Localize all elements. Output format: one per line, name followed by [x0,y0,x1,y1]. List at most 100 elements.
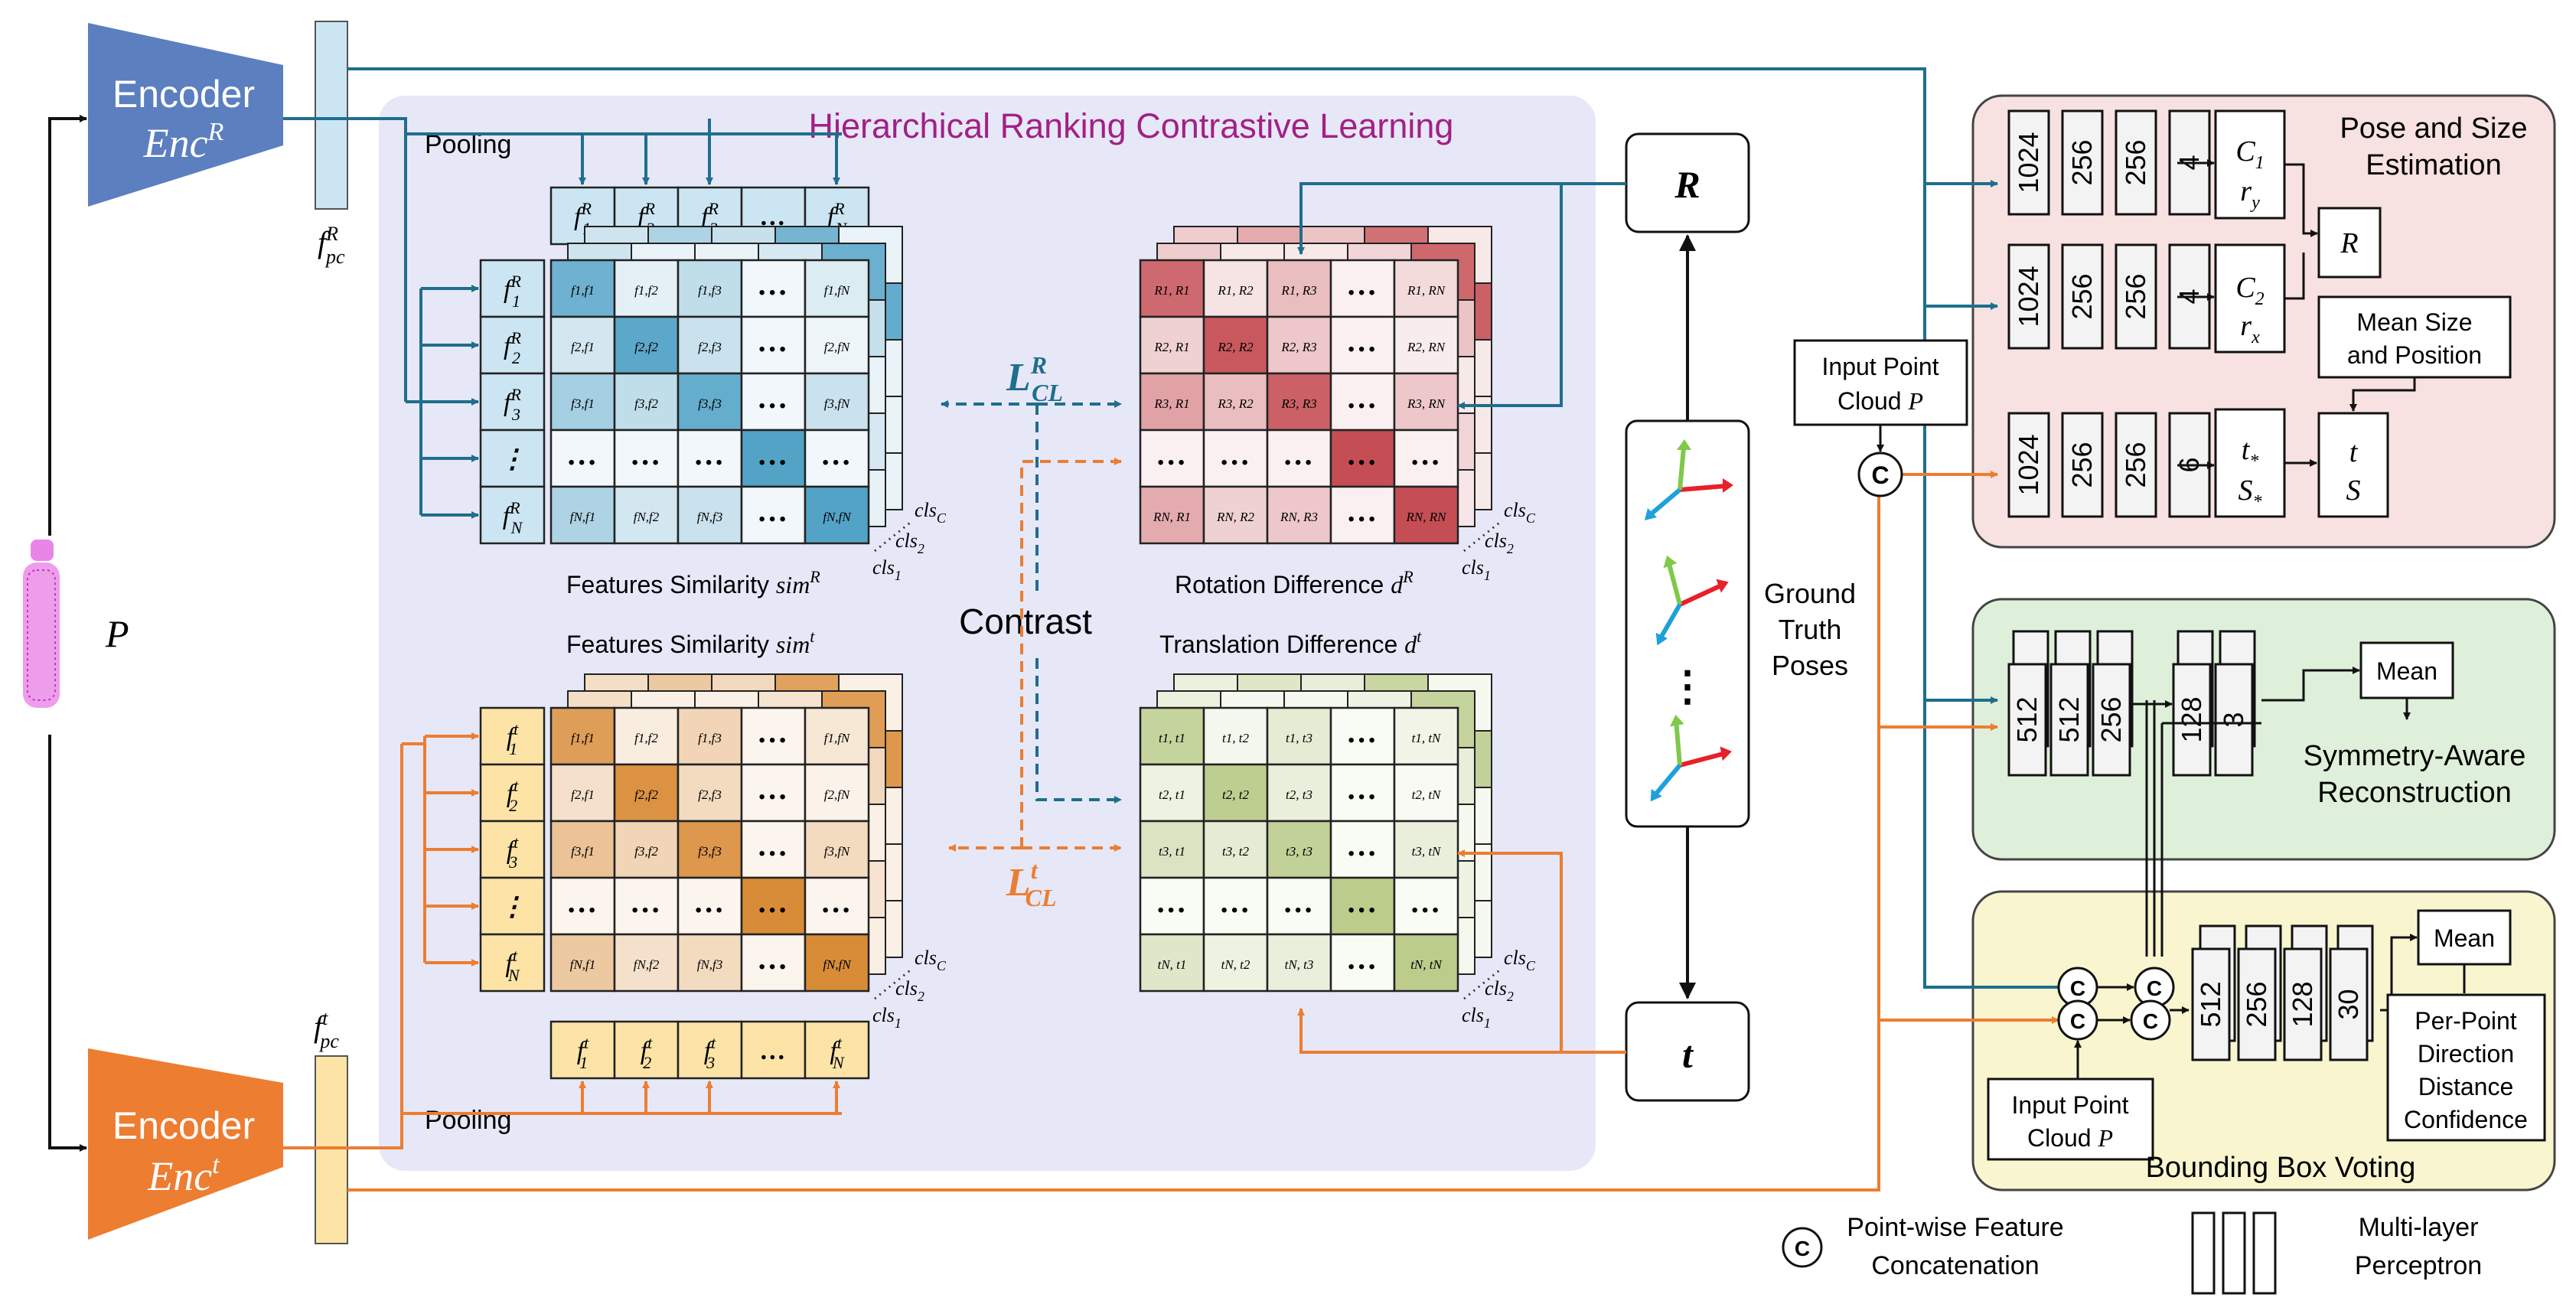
matrix-similarity-translation-cell-label: … [758,885,789,919]
matrix-similarity-translation-cell-label: f3,f3 [698,844,722,859]
recon-mlp-2-label: 256 [2095,696,2127,742]
matrix-similarity-rotation-cell-label: … [695,437,726,471]
sup: t [514,776,519,795]
matrix-difference-translation-cell-label: … [1221,885,1251,919]
out1-b: ry [2240,175,2260,213]
feature-row-translation-cell [677,1020,743,1080]
translation-to-voting [1877,727,2059,1024]
matrix-difference-translation-cell-label: t3, t3 [1286,844,1312,859]
sup: R [581,199,592,218]
matrix-similarity-translation-cell-label: f3,f1 [571,844,595,859]
matrix-similarity-rotation-cell-label: f1,fN [824,283,851,298]
axis-z [1658,603,1682,639]
matrix-difference-rotation-cell [1329,259,1396,318]
pooling-bottom-label: Pooling [425,1106,511,1135]
cls-dots [874,967,914,1000]
cls-sub: 2 [918,541,924,556]
matrix-difference-rotation-cell-label: … [1284,437,1315,471]
sup: t [513,946,518,965]
matrix-similarity-rotation-cell [804,315,870,375]
matrix-difference-translation-cell-label: tN, t3 [1285,957,1314,972]
pose-mlp-r1-c1-label: 256 [2066,273,2098,319]
matrix-difference-rotation-cell-label: R1, R2 [1217,283,1254,298]
matrix-difference-translation-cell-label: t2, t2 [1222,787,1249,802]
pose-mlp-r0-c0-box [2007,109,2050,216]
caption-features-similarity-t: Features Similarity simt [566,627,815,658]
pose-axes-3 [1650,714,1732,802]
matrix-difference-rotation-cell-label: … [1348,494,1378,528]
cls-sub: 1 [895,568,902,583]
sub: 1 [512,292,520,311]
point-cloud-image [23,540,60,708]
pose-mlp-r0-c1-label: 256 [2066,139,2098,185]
feature-row-translation-cell [740,1020,807,1080]
matrix-similarity-translation-cell-label: … [758,941,789,976]
recon-mlp-3-label: 128 [2176,696,2207,742]
matrix-difference-rotation-cell-label: … [1348,324,1378,358]
matrix-difference-rotation-cell [1393,429,1459,488]
encoder-rotation-math: EncR [143,118,224,166]
sub: 3 [511,405,520,424]
matrix-difference-translation-cell [1266,706,1332,766]
feature-col-translation-label: ⋮ [500,893,526,921]
ground-truth-line1: Ground [1764,578,1856,609]
matrix-similarity-translation-cell-label: … [568,885,598,919]
cls-sub: 1 [895,1015,902,1031]
matrix-difference-translation-cell-label: t1, t1 [1159,731,1185,745]
matrix-difference-rotation-cell-label: RN, R1 [1153,510,1191,524]
matrix-difference-translation-cell [1329,763,1396,823]
matrix-difference-translation-cell [1266,876,1332,936]
cls-sub: C [1526,958,1536,973]
matrix-similarity-translation-cell-label: fN,f2 [634,957,660,972]
recon-mlp-4-box [2214,663,2254,777]
matrix-difference-translation-cell-label: … [1348,771,1378,806]
sub: 3 [706,1053,715,1072]
matrix-difference-translation-cell [1393,933,1459,993]
r-to-matrix-line-2 [1457,184,1563,409]
axis-x-head [1716,579,1729,593]
vote-mlp-0-box [2191,947,2231,1061]
cls-sub: 1 [1484,568,1491,583]
r-output-label: R [2340,227,2358,259]
sub: 3 [508,852,517,872]
matrix-difference-translation-cell-label: tN, t1 [1158,957,1187,972]
matrix-difference-translation-cell-label: tN, t2 [1221,957,1251,972]
matrix-similarity-translation-cell [613,820,680,879]
matrix-difference-translation-cell-label: tN, tN [1410,957,1443,972]
cls-dots [1463,519,1503,553]
out2-a: C2 [2235,272,2264,309]
matrix-difference-rotation-cell-label: R1, R3 [1280,283,1316,298]
matrix-similarity-rotation-cell-label: … [758,324,789,358]
matrix-difference-rotation-cell-label: … [1348,267,1378,302]
matrix-similarity-rotation-cell-label: … [758,380,789,415]
out1-box [2214,109,2286,220]
matrix-similarity-translation-cell [549,706,616,766]
matrix-difference-translation-cell [1202,876,1269,936]
cls-sub: C [937,510,947,526]
matrix-similarity-translation-cell-label: fN,f1 [570,957,596,972]
matrix-similarity-rotation-cell [740,485,807,545]
recon-mean-label: Mean [2376,657,2437,685]
feature-row-translation-cell [549,1020,616,1080]
matrix-similarity-translation-cell-label: f3,fN [824,844,851,859]
concat-voting-1-label: C [2070,976,2085,1000]
rotation-feature-line-4 [1923,700,2079,991]
pose-mlp-r2-c1-label: 256 [2066,442,2098,487]
sup: R [510,328,522,347]
sub: 2 [512,348,520,367]
matrix-difference-rotation-cell-label: R2, R1 [1153,340,1189,354]
matrix-difference-rotation-cell-label: … [1221,437,1251,471]
axis-x [1679,751,1725,768]
axis-x [1678,583,1723,607]
matrix-similarity-translation-cell-label: … [758,828,789,862]
axis-y-head [1670,714,1684,727]
mean-size-to-final [2349,377,2416,412]
matrix-similarity-translation-cell [613,763,680,823]
pose-mlp-r1-c0-label: 1024 [2013,266,2044,327]
feature-col-rotation-cell [479,485,546,545]
hrcl-title: Hierarchical Ranking Contrastive Learnin… [809,106,1454,145]
